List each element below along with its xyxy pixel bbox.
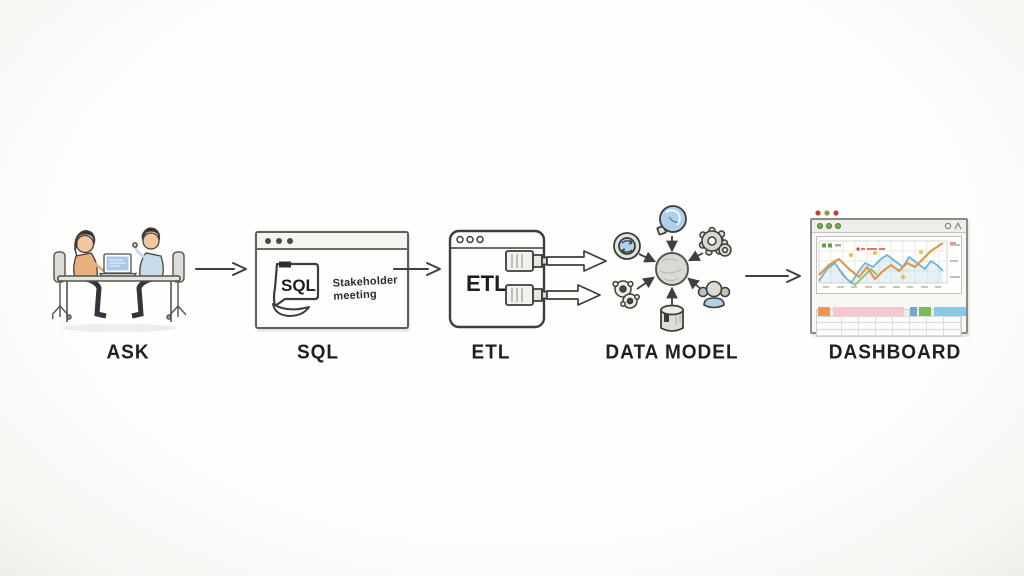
gear-cluster-icon <box>698 226 732 257</box>
window-dots-icon <box>265 237 293 244</box>
chart-legend-icons <box>822 243 841 248</box>
sql-window-titlebar <box>257 233 407 250</box>
stage-label-data-model: DATA MODEL <box>605 341 739 364</box>
etl-window-title: ETL <box>466 271 508 296</box>
cog-pair-icon <box>612 280 640 309</box>
table <box>57 275 181 322</box>
sync-arrows-icon <box>613 232 641 260</box>
arrow-datamodel-to-dashboard <box>744 267 802 290</box>
magnifier-globe-icon <box>656 205 687 236</box>
chair-right-icon <box>166 251 188 320</box>
series-blue-line <box>818 254 944 284</box>
toolbar-dots-icon <box>817 223 841 229</box>
orange-badge <box>818 307 830 316</box>
series-orange-line <box>818 242 944 281</box>
ask-figure <box>48 214 188 338</box>
chart-annotation <box>856 247 885 251</box>
sql-swoosh <box>272 303 310 317</box>
sql-window: SQL Stakeholder meeting <box>255 231 409 329</box>
stage-label-ask: ASK <box>106 341 150 364</box>
etl-output-arrow-top <box>546 250 607 272</box>
sql-file-tab <box>279 261 291 268</box>
plug-icon-top <box>505 250 607 272</box>
dashboard-chart <box>816 236 962 294</box>
series-yellow-markers <box>848 250 923 280</box>
hub-node <box>655 252 689 286</box>
data-model-figure <box>598 197 748 347</box>
window-dots-icon <box>815 210 839 216</box>
chair-left-icon <box>48 251 72 320</box>
toolbar-actions-icons <box>944 222 962 230</box>
etl-output-arrow-bottom <box>546 284 601 306</box>
database-cylinder-icon <box>660 304 684 332</box>
y-axis-labels <box>950 242 960 278</box>
window-dots-icon <box>456 235 484 244</box>
ask-meeting-illustration <box>48 227 188 332</box>
stage-label-etl: ETL <box>471 341 511 364</box>
stage-label-dashboard: DASHBOARD <box>828 341 962 364</box>
etl-window: ETL <box>448 229 612 331</box>
user-group-icon <box>697 280 731 309</box>
series-blue-area <box>819 255 943 283</box>
green-badge <box>919 307 931 316</box>
sql-icon-label: SQL <box>281 276 316 295</box>
stage-label-sql: SQL <box>296 341 340 364</box>
sql-file-icon: SQL <box>272 261 320 317</box>
arrow-ask-to-sql <box>194 260 248 283</box>
pink-bar <box>833 307 904 316</box>
person-right <box>131 227 165 319</box>
dashboard-window <box>810 218 968 337</box>
laptop-icon <box>98 253 138 279</box>
arrow-sql-to-etl <box>392 260 442 283</box>
plug-icon-bottom <box>505 284 601 306</box>
floor-shadow <box>61 324 177 332</box>
blue-bar <box>934 307 966 316</box>
dashboard-toolbar <box>812 220 966 233</box>
sql-note: Stakeholder meeting <box>332 274 398 303</box>
sql-note-line2: meeting <box>333 288 378 303</box>
blue-badge <box>910 307 917 316</box>
dashboard-figure <box>810 209 970 337</box>
dashboard-status-row <box>818 307 966 316</box>
